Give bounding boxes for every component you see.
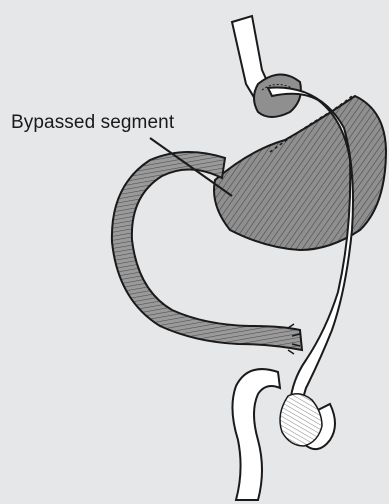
bypassed-segment-label: Bypassed segment xyxy=(11,112,174,134)
common-channel xyxy=(232,369,322,500)
bypassed-stomach xyxy=(214,96,386,250)
